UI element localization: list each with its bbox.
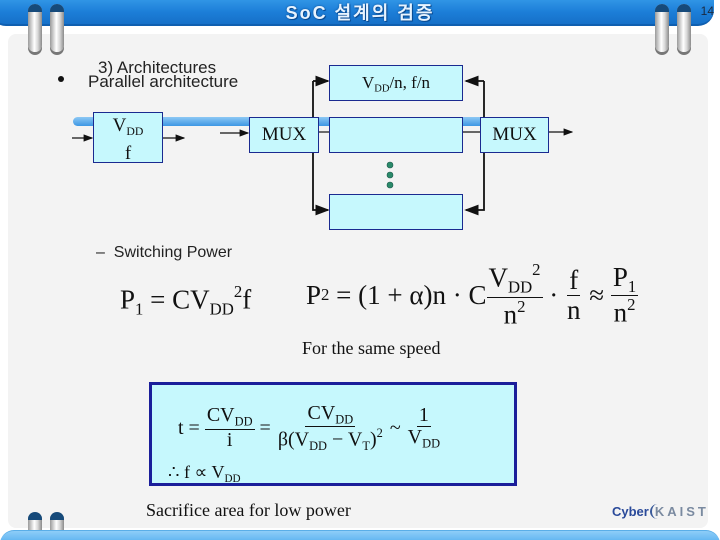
denominator: n [567,294,581,325]
subscript: 1 [135,299,144,319]
fraction-vdd2-n2: VDD2 n2 [486,260,543,330]
page-number: 14 [700,4,714,18]
eq-text: = (1 + α)n · C [329,279,487,310]
eq-text: = [254,416,276,439]
footer-note: Sacrifice area for low power [146,500,351,520]
vdd-subscript: DD [126,125,144,139]
subscript: 2 [321,285,330,304]
binder-ring-icon [677,4,691,52]
equation-p1: P1 = CVDD2f [120,282,251,320]
eq-text: ~ [384,416,406,439]
parallel-unit-top: VDD/n, f/n [329,65,463,101]
eq-text: · [542,279,566,310]
proportionality-conclusion: ∴ f ∝ VDD [168,462,241,485]
numerator: 1 [416,404,431,428]
slide-header-title: SoC 설계의 검증 [285,3,435,23]
bullet-icon [58,76,64,82]
numerator: CV [307,401,336,424]
fraction-cvdd-beta: CVDD β(VDD − VT)2 [276,401,385,454]
numerator: CV [206,404,235,427]
subscript: DD [224,472,241,485]
mux-right: MUX [480,117,549,153]
section-heading: 3) Architectures [98,58,217,77]
numerator: f [567,265,581,296]
eq-text: = CV [143,284,210,315]
delay-equation: t = CVDD i = CVDD β(VDD − VT)2 ~ 1 VDD [178,396,442,460]
fraction-f-n: f n [565,266,583,324]
fraction-1-vdd: 1 VDD [406,405,442,450]
denominator: V [407,426,423,449]
f-label: f [124,143,132,165]
conclusion-text: ∴ f ∝ V [168,462,225,482]
binder-ring-icon [50,4,64,52]
vdd-subscript: DD [374,83,390,95]
input-block: VDD f [93,112,163,165]
subscript: DD [508,277,533,297]
dash-icon: – [96,244,105,261]
subscript: DD [335,412,354,427]
subscript: DD [422,436,441,451]
eq-text: f [242,284,252,315]
p-symbol: P [306,279,322,310]
mux-left: MUX [249,117,319,153]
superscript: 2 [233,282,243,301]
sub-bullet: – Switching Power [96,244,232,262]
subscript: DD [234,414,253,429]
binder-ring-icon [655,4,669,52]
denominator: β(V [277,428,310,451]
vdd-label: V [361,73,375,92]
superscript: 2 [376,426,383,441]
same-speed-note: For the same speed [302,338,441,358]
denominator: n [613,297,628,328]
header-bar [0,0,714,26]
subscript: DD [309,439,328,454]
denominator: n [503,299,518,330]
footer-bar [0,530,720,540]
fraction-p1-n2: P1 n2 [610,261,639,328]
numerator: V [488,263,509,294]
superscript: 2 [627,295,636,315]
subscript: 1 [627,276,637,296]
eq-text: ≈ [582,279,611,310]
subscript: DD [209,299,234,319]
denominator: ) [369,428,377,451]
parallel-unit-middle [329,117,463,153]
parallel-unit-bottom [329,194,463,230]
denominator: − V [327,428,363,451]
logo-cyber: Cyber [612,504,649,519]
sub-bullet-text: Switching Power [113,244,233,261]
numerator: P [612,261,628,292]
delay-equation-box [149,382,517,486]
binder-ring-icon [28,4,42,52]
superscript: 2 [532,260,541,280]
fraction-cvdd-i: CVDD i [204,404,255,451]
superscript: 2 [517,296,526,316]
bullet-heading: Parallel architecture [88,72,239,91]
subscript: T [362,439,370,454]
denominator: i [226,428,233,451]
p-symbol: P [120,284,136,315]
logo-kaist: KAIST [649,504,709,519]
vdd-label: V [112,115,127,136]
scaling-label: /n, f/n [389,73,431,92]
eq-text: t = [178,416,205,439]
